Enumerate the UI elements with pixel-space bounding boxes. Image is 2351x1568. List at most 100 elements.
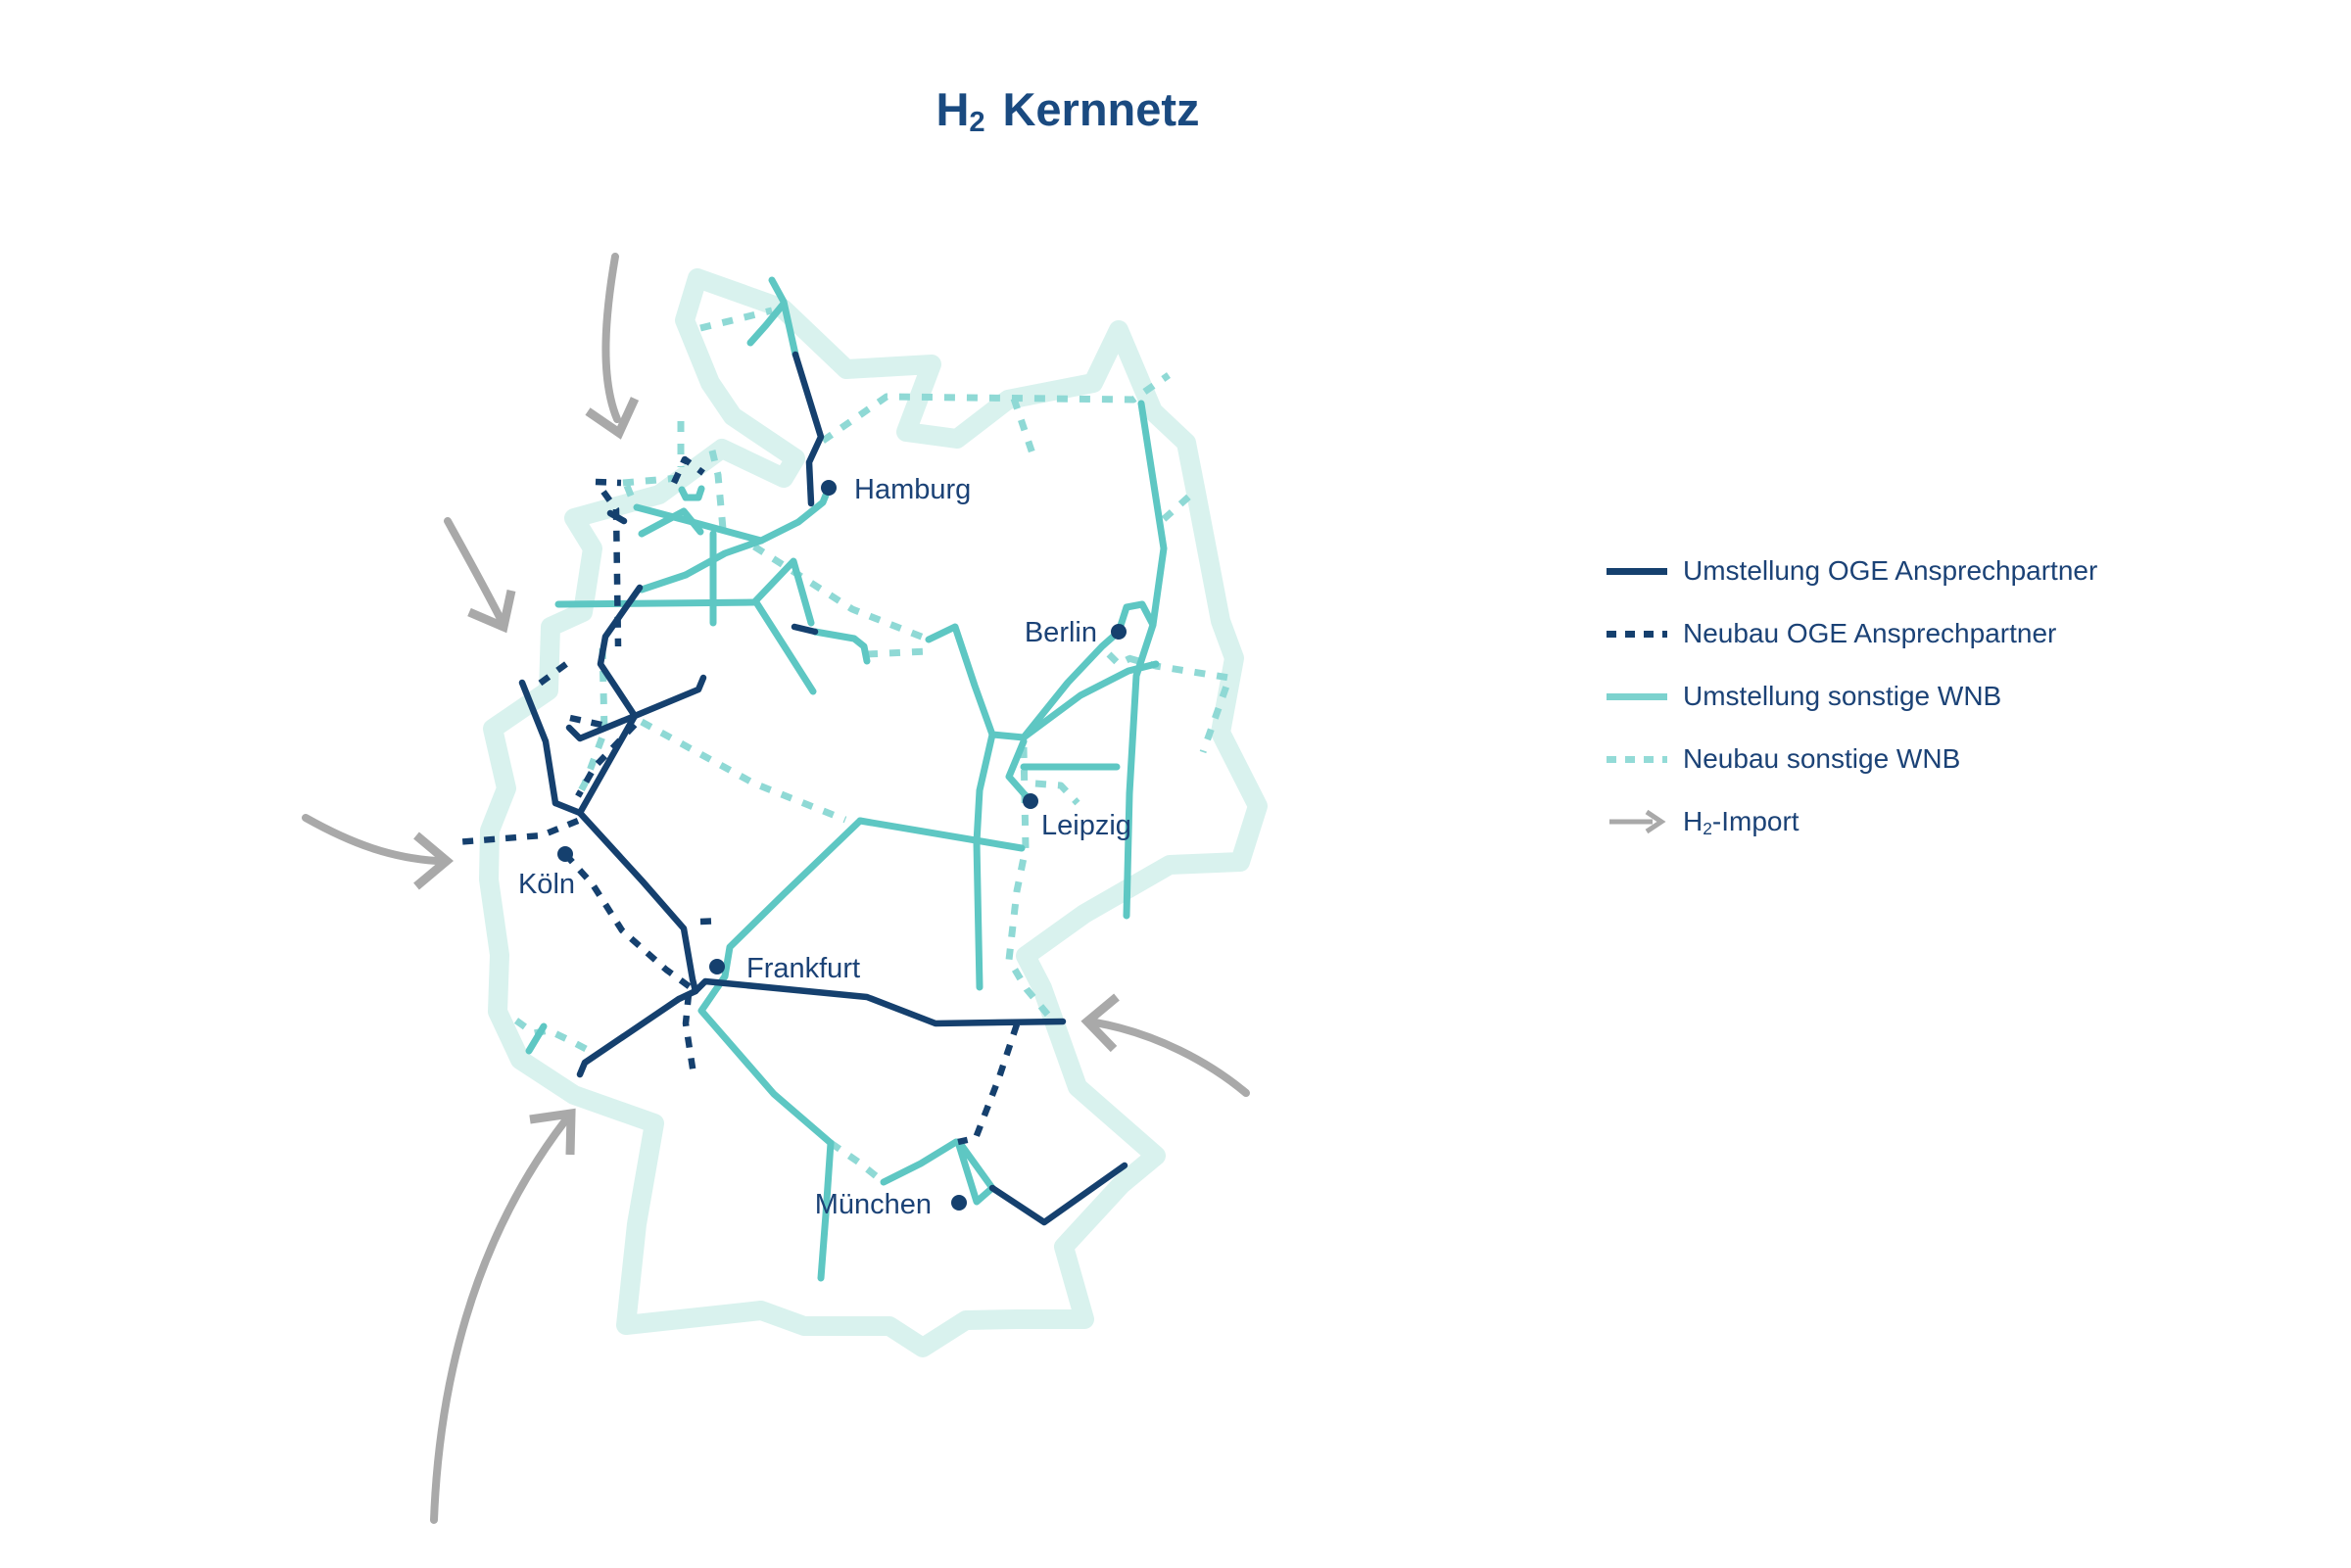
- h2-import-arrowhead-icon: [1080, 993, 1120, 1053]
- pipeline-umstellung-wnb: [988, 731, 1028, 741]
- h2-import-arrowhead-icon: [467, 590, 516, 634]
- pipeline-umstellung-oge: [552, 799, 584, 817]
- dashed-teal-line-icon: [1607, 755, 1667, 763]
- title-subscript: 2: [969, 107, 985, 139]
- h2-import-arrow: [444, 517, 505, 625]
- city-label-frankfurt: Frankfurt: [746, 953, 860, 984]
- title-h: H: [936, 83, 970, 135]
- pipeline-neubau-wnb: [821, 372, 1171, 444]
- gray-arrow-icon: [1609, 809, 1666, 834]
- pipeline-neubau-wnb: [1005, 746, 1054, 1022]
- city-dot-frankfurt: [709, 959, 725, 974]
- pipeline-umstellung-wnb: [757, 484, 833, 545]
- legend-item-neubau-wnb: Neubau sonstige WNB: [1607, 743, 2097, 774]
- h2-import-arrow: [430, 1116, 570, 1524]
- pipeline-umstellung-wnb: [525, 1022, 548, 1055]
- pipeline-neubau-wnb: [622, 474, 681, 487]
- pipeline-umstellung-oge: [791, 623, 819, 636]
- pipelines-neubau-oge: [455, 455, 1021, 1146]
- pipeline-neubau-wnb: [1034, 780, 1080, 806]
- pipeline-neubau-wnb: [708, 450, 727, 530]
- city-label-leipzig: Leipzig: [1041, 810, 1131, 841]
- pipeline-umstellung-oge: [597, 584, 644, 720]
- pipeline-neubau-wnb: [829, 1140, 887, 1185]
- h2-import-arrowhead-icon: [585, 397, 640, 440]
- pipeline-neubau-oge: [535, 661, 568, 689]
- pipeline-umstellung-wnb: [1020, 660, 1160, 741]
- legend-item-h2-import: H2-Import: [1607, 806, 2097, 838]
- legend-label: Neubau sonstige WNB: [1683, 743, 1961, 774]
- solid-navy-line-icon: [1607, 567, 1667, 575]
- pipeline-umstellung-oge: [576, 712, 639, 817]
- pipeline-umstellung-wnb: [811, 628, 871, 665]
- pipeline-umstellung-oge: [565, 712, 639, 742]
- pipeline-umstellung-wnb: [638, 571, 690, 594]
- pipeline-umstellung-wnb: [925, 623, 996, 738]
- pipeline-umstellung-oge: [792, 351, 825, 507]
- city-dot-hamburg: [821, 480, 837, 496]
- pipeline-umstellung-wnb: [750, 557, 815, 627]
- h2-import-arrow: [601, 253, 621, 423]
- pipeline-neubau-oge: [600, 490, 622, 647]
- pipeline-neubau-wnb: [1128, 654, 1233, 754]
- pipeline-neubau-wnb: [1106, 651, 1132, 668]
- pipeline-neubau-oge: [957, 1022, 1021, 1146]
- pipeline-umstellung-wnb: [678, 485, 705, 501]
- city-dot-leipzig: [1023, 793, 1038, 809]
- pipelines-umstellung-sonstige-wnb: [525, 276, 1168, 1282]
- legend-label: Umstellung OGE Ansprechpartner: [1683, 555, 2098, 586]
- pipeline-umstellung-oge: [518, 679, 559, 807]
- pipeline-neubau-oge: [455, 817, 580, 846]
- pipeline-neubau-wnb: [623, 484, 639, 507]
- pipeline-umstellung-wnb: [752, 598, 817, 695]
- legend-rest: -Import: [1711, 806, 1799, 836]
- pipeline-umstellung-wnb: [682, 537, 765, 579]
- city-dot-berlin: [1111, 624, 1127, 640]
- pipeline-neubau-oge: [595, 478, 622, 487]
- pipeline-neubau-oge: [562, 851, 697, 994]
- city-dot-münchen: [951, 1195, 967, 1211]
- pipeline-neubau-wnb: [1161, 492, 1194, 522]
- pipeline-umstellung-oge: [606, 509, 628, 525]
- h2-import-arrow: [1091, 1019, 1250, 1097]
- pipelines-umstellung-oge: [518, 351, 1128, 1226]
- pipeline-umstellung-oge: [692, 977, 1067, 1027]
- pipeline-neubau-wnb: [513, 1018, 590, 1054]
- legend-h: H: [1683, 806, 1703, 836]
- pipeline-umstellung-oge: [631, 674, 707, 720]
- city-label-köln: Köln: [518, 869, 575, 900]
- pipeline-umstellung-oge: [988, 1162, 1128, 1226]
- pipeline-umstellung-oge: [576, 987, 699, 1078]
- city-label-hamburg: Hamburg: [854, 474, 971, 505]
- pipeline-umstellung-wnb: [697, 817, 864, 1147]
- legend-item-neubau-oge: Neubau OGE Ansprechpartner: [1607, 618, 2097, 648]
- h2-import-arrowhead-icon: [529, 1108, 576, 1156]
- germany-border: [479, 268, 1268, 1357]
- pipeline-neubau-wnb: [866, 647, 929, 658]
- pipeline-umstellung-wnb: [638, 507, 704, 538]
- legend-label: Neubau OGE Ansprechpartner: [1683, 618, 2057, 648]
- solid-teal-line-icon: [1607, 692, 1667, 700]
- pipeline-umstellung-wnb: [1020, 628, 1123, 741]
- pipeline-umstellung-wnb: [954, 1138, 996, 1206]
- pipelines-neubau-sonstige-wnb: [513, 307, 1233, 1185]
- legend-subscript: 2: [1703, 818, 1712, 838]
- legend-item-umstellung-oge: Umstellung OGE Ansprechpartner: [1607, 555, 2098, 586]
- city-label-berlin: Berlin: [1025, 617, 1097, 648]
- pipeline-umstellung-wnb: [1005, 737, 1034, 805]
- h2-import-arrowhead-icon: [413, 832, 455, 890]
- legend-label: H2-Import: [1683, 806, 1799, 838]
- pipeline-neubau-wnb: [699, 307, 773, 332]
- pipeline-umstellung-wnb: [817, 1139, 835, 1282]
- h2-import-arrow: [302, 814, 441, 865]
- germany-border-outline: [479, 268, 1268, 1357]
- legend-label: Umstellung sonstige WNB: [1683, 681, 2002, 711]
- dashed-navy-line-icon: [1607, 630, 1667, 638]
- pipeline-neubau-oge: [569, 714, 611, 731]
- pipeline-umstellung-wnb: [746, 300, 788, 347]
- pipeline-umstellung-oge: [576, 809, 699, 995]
